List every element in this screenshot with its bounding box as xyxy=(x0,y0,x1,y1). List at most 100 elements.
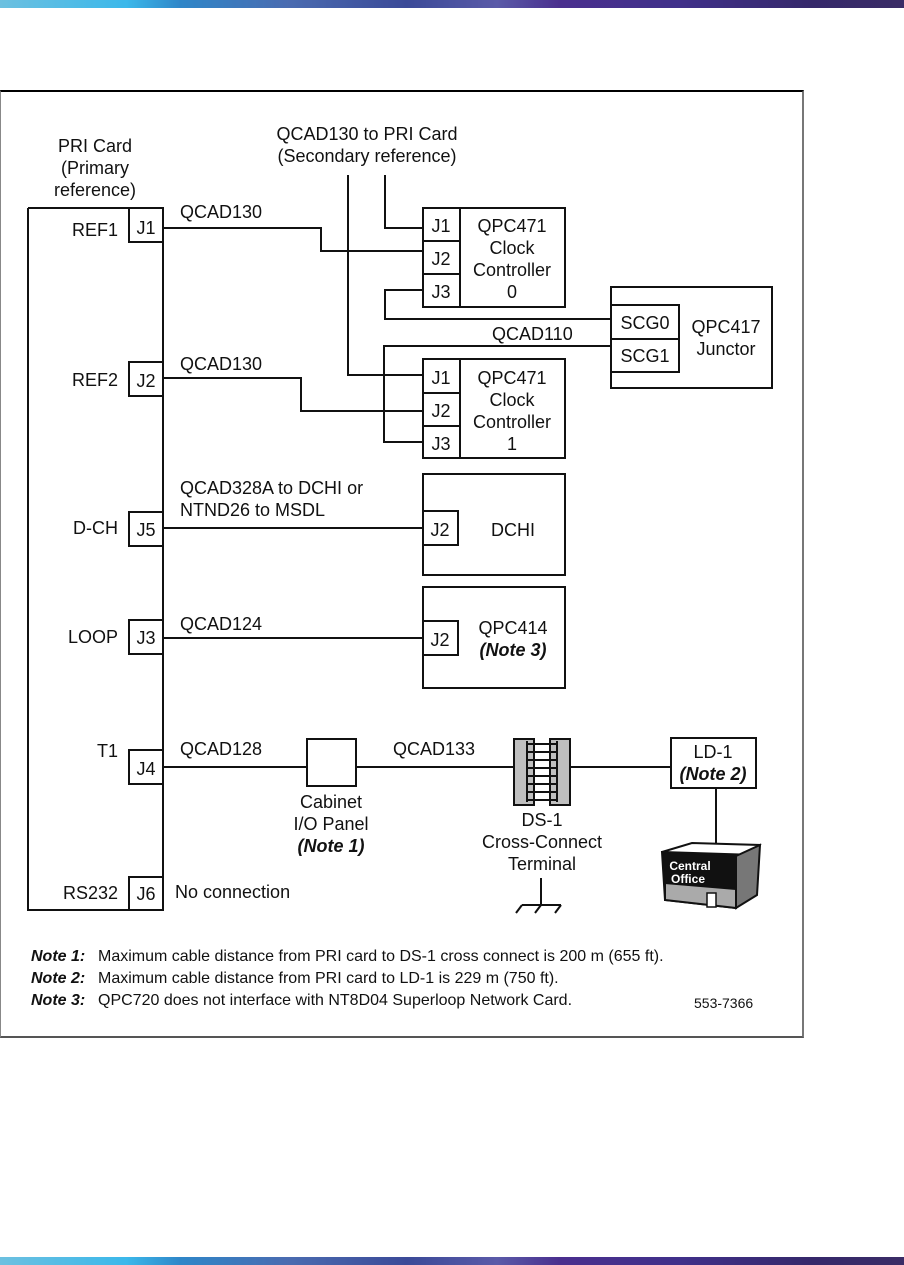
ds1-right-block xyxy=(549,738,571,806)
pri-card: PRI Card (Primary reference) xyxy=(27,136,164,911)
port-loop: LOOP J3 xyxy=(68,619,164,655)
header-gradient-band xyxy=(0,0,904,8)
cc0-to-scg0-cable xyxy=(384,289,611,320)
pri-card-title-2: (Primary xyxy=(61,158,129,178)
jack-j6 xyxy=(128,876,164,911)
figure-id: 553-7366 xyxy=(694,995,753,1011)
port-t1-label: T1 xyxy=(97,741,118,761)
clock-controller-0-box xyxy=(422,207,566,308)
dchi-jack xyxy=(422,510,459,546)
jack-j2-label: J2 xyxy=(136,371,155,391)
jack-j6-label: J6 xyxy=(136,884,155,904)
ref1-cable-label: QCAD130 xyxy=(180,202,262,222)
dchi-jack-label: J2 xyxy=(430,520,449,540)
ds1-cross-connect-terminal: DS-1 Cross-Connect Terminal xyxy=(482,738,602,914)
cc1-label-3: Controller xyxy=(473,412,551,432)
clock-controller-1: J1 J2 J3 QPC471 Clock Controller 1 xyxy=(422,358,566,459)
scg1-label: SCG1 xyxy=(620,346,669,366)
scg0-label: SCG0 xyxy=(620,313,669,333)
clock-controller-0: J1 J2 J3 QPC471 Clock Controller 0 xyxy=(422,207,566,308)
ds1-label-1: DS-1 xyxy=(521,810,562,830)
port-rs232-label: RS232 xyxy=(63,883,118,903)
port-rs232: RS232 J6 No connection xyxy=(63,876,290,911)
secondary-ref-label-2: (Secondary reference) xyxy=(277,146,456,166)
t1-cable-a-label: QCAD128 xyxy=(180,739,262,759)
cabinet-label-1: Cabinet xyxy=(300,792,362,812)
qpc414-card: J2 QPC414 (Note 3) xyxy=(422,586,566,689)
cc0-jack-j3: J3 xyxy=(431,282,450,302)
dch-cable-label-2: NTND26 to MSDL xyxy=(180,500,325,520)
cabinet-label-2: I/O Panel xyxy=(293,814,368,834)
junctor-cable-label: QCAD110 xyxy=(492,324,573,344)
dch-cable-label-1: QCAD328A to DCHI or xyxy=(180,478,363,498)
qpc414-note: (Note 3) xyxy=(480,640,547,660)
cc1-label-4: 1 xyxy=(507,434,517,454)
port-ref1-label: REF1 xyxy=(72,220,118,240)
cc1-jack-j1: J1 xyxy=(431,368,450,388)
cc1-to-scg1-cable xyxy=(383,345,611,443)
ref1-cable xyxy=(163,227,423,252)
port-loop-label: LOOP xyxy=(68,627,118,647)
qpc414-jack xyxy=(422,620,459,656)
cc1-jack-j3: J3 xyxy=(431,434,450,454)
secondary-ref-cable-cc0 xyxy=(384,175,423,229)
cc0-label-2: Clock xyxy=(489,238,535,258)
ds1-label-2: Cross-Connect xyxy=(482,832,602,852)
dchi-label: DCHI xyxy=(491,520,535,540)
pri-card-outline xyxy=(27,208,163,911)
cabinet-note: (Note 1) xyxy=(298,836,365,856)
note-3-label: Note 3: xyxy=(31,992,85,1009)
rs232-cable-label: No connection xyxy=(175,882,290,902)
central-office-icon: Central Office xyxy=(660,841,762,910)
cabinet-io-panel-box xyxy=(306,738,357,787)
port-ref2-label: REF2 xyxy=(72,370,118,390)
cc0-label-4: 0 xyxy=(507,282,517,302)
note-2-text: Maximum cable distance from PRI card to … xyxy=(98,970,559,987)
ref2-cable-label: QCAD130 xyxy=(180,354,262,374)
port-ref2: REF2 J2 xyxy=(72,361,164,397)
ds1-rungs xyxy=(526,741,558,802)
junctor-label-1: QPC417 xyxy=(691,317,760,337)
port-dch: D-CH J5 xyxy=(73,511,164,547)
cc1-label-2: Clock xyxy=(489,390,535,410)
cc0-label-3: Controller xyxy=(473,260,551,280)
cc0-jack-j1: J1 xyxy=(431,216,450,236)
ds1-label-3: Terminal xyxy=(508,854,576,874)
pri-card-title-3: reference) xyxy=(54,180,136,200)
jack-j4-label: J4 xyxy=(136,759,155,779)
secondary-ref-label-1: QCAD130 to PRI Card xyxy=(276,124,457,144)
footer-gradient-band xyxy=(0,1257,904,1265)
jack-j3-label: J3 xyxy=(136,628,155,648)
co-label-2: Office xyxy=(671,872,705,886)
notes: Note 1: Maximum cable distance from PRI … xyxy=(31,948,753,1011)
junctor-label-2: Junctor xyxy=(696,339,755,359)
ld1-box xyxy=(670,737,757,789)
ld1-box-group: LD-1 (Note 2) xyxy=(670,737,757,789)
scg1-port xyxy=(610,338,680,373)
port-t1: T1 J4 xyxy=(97,741,164,785)
jack-j1 xyxy=(128,207,164,243)
ld1-note: (Note 2) xyxy=(680,764,747,784)
qpc417-junctor: SCG0 SCG1 QPC417 Junctor xyxy=(610,286,773,389)
figure-frame xyxy=(0,90,804,1038)
loop-cable-label: QCAD124 xyxy=(180,614,262,634)
cc0-jack-j2: J2 xyxy=(431,249,450,269)
cc0-label-1: QPC471 xyxy=(477,216,546,236)
clock-controller-1-box xyxy=(422,358,566,459)
port-ref1: REF1 J1 xyxy=(72,207,164,243)
jack-j1-label: J1 xyxy=(136,218,155,238)
scg0-port xyxy=(610,304,680,340)
cc1-label-1: QPC471 xyxy=(477,368,546,388)
ground-icon xyxy=(515,878,562,914)
t1-cable-b-label: QCAD133 xyxy=(393,739,475,759)
note-2-label: Note 2: xyxy=(31,970,85,987)
qpc414-jack-label: J2 xyxy=(430,630,449,650)
pri-card-title-1: PRI Card xyxy=(58,136,132,156)
jack-j5-label: J5 xyxy=(136,520,155,540)
dchi-card: J2 DCHI xyxy=(422,473,566,576)
note-3-text: QPC720 does not interface with NT8D04 Su… xyxy=(98,992,572,1009)
note-1-text: Maximum cable distance from PRI card to … xyxy=(98,948,664,965)
ref2-cable xyxy=(163,377,423,412)
cc1-jack-j2: J2 xyxy=(431,401,450,421)
